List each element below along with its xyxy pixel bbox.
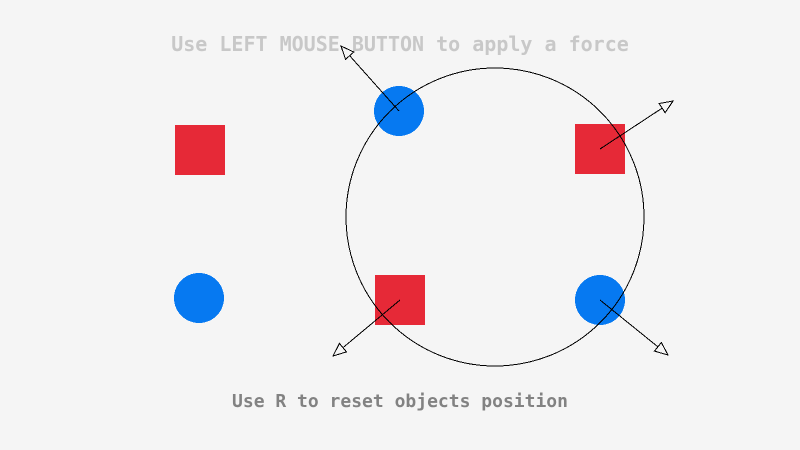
force-arrow-head [653, 341, 669, 356]
force-arrow-head [340, 45, 355, 61]
force-arrow-line [342, 299, 401, 349]
force-arrow-head [658, 100, 675, 114]
force-arrow-line [599, 299, 659, 348]
force-arrow-line [599, 107, 663, 150]
boundary-circle [345, 67, 645, 367]
blue-ball-left[interactable] [174, 273, 224, 323]
force-arrow-line [349, 55, 400, 112]
red-box-left[interactable] [175, 125, 225, 175]
force-arrow-head [332, 342, 348, 357]
